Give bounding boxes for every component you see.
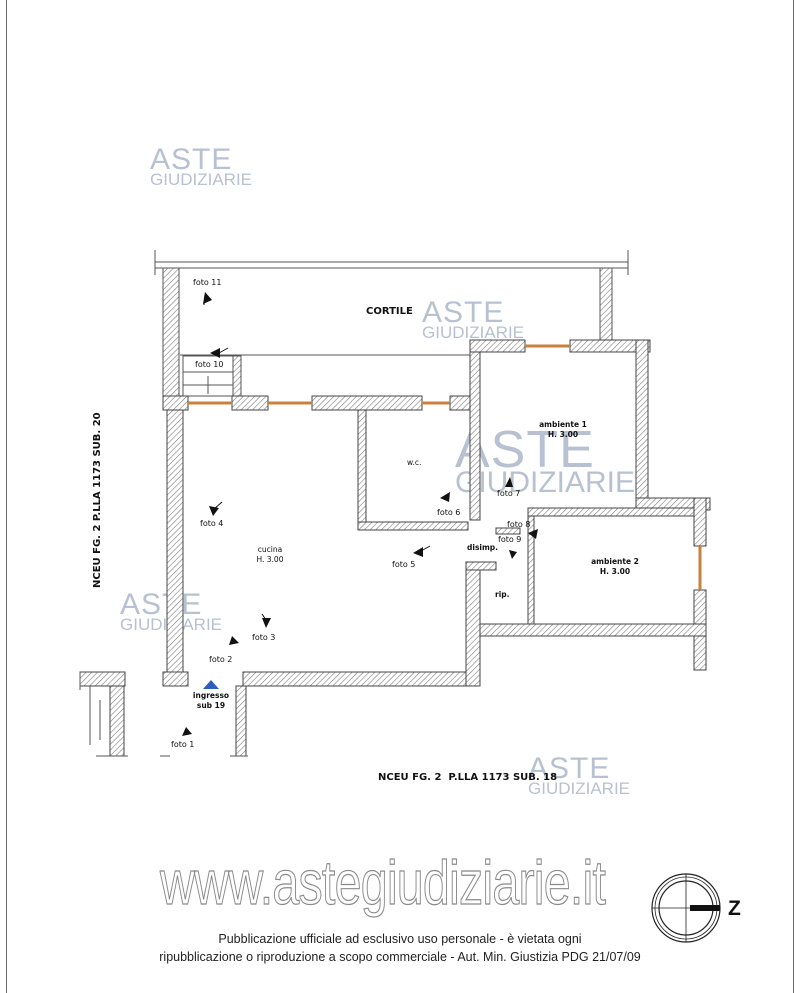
photo-arrow-8 xyxy=(528,529,538,539)
room-name: ambiente 1 xyxy=(539,420,587,429)
photo-arrows xyxy=(182,292,538,736)
watermark-logo-subword: GIUDIZIARIE xyxy=(422,323,525,342)
footer-line-2: ripubblicazione o riproduzione a scopo c… xyxy=(159,950,641,964)
watermark-logo-subword: GIUDIZIARIE xyxy=(150,170,253,189)
room-height: H. 3.00 xyxy=(547,430,579,439)
room-label-wc: w.c. xyxy=(407,458,422,467)
photo-label-5: foto 5 xyxy=(392,560,416,569)
photo-arrow-10 xyxy=(210,348,220,358)
entrance-details xyxy=(79,672,248,757)
photo-arrow-11 xyxy=(203,292,212,304)
photo-arrow-3 xyxy=(262,618,271,628)
windows xyxy=(188,344,702,590)
room-label-cucina: cucina H. 3.00 xyxy=(240,545,300,565)
photo-label-1: foto 1 xyxy=(171,740,195,749)
walls xyxy=(79,339,711,757)
photo-label-7: foto 7 xyxy=(497,489,521,498)
watermark-logo-subword: GIUDIZIARIE xyxy=(528,779,631,798)
stairs xyxy=(182,355,242,397)
watermark-logo-word: ASTE xyxy=(120,588,203,621)
photo-label-9: foto 9 xyxy=(498,535,522,544)
north-compass xyxy=(651,873,721,943)
courtyard-boundary xyxy=(154,250,629,397)
entrance-label-line2: sub 19 xyxy=(196,701,226,710)
room-name: cucina xyxy=(257,545,283,554)
watermark-logo-courtyard: ASTE GIUDIZIARIE xyxy=(422,296,525,342)
photo-label-4: foto 4 xyxy=(200,519,224,528)
photo-arrow-7 xyxy=(505,477,513,487)
watermark-logo-word: ASTE xyxy=(150,143,233,176)
neighbor-label-left: NCEU FG. 2 P.LLA 1173 SUB. 20 xyxy=(92,412,103,588)
room-height: H. 3.00 xyxy=(256,555,284,564)
photo-label-8: foto 8 xyxy=(507,520,531,529)
room-height: H. 3.00 xyxy=(599,567,631,576)
left-border-line xyxy=(6,0,7,993)
footer-line-1: Pubblicazione ufficiale ad esclusivo uso… xyxy=(218,932,582,946)
photo-label-3: foto 3 xyxy=(252,633,276,642)
neighbor-label-bottom: NCEU FG. 2 P.LLA 1173 SUB. 18 xyxy=(378,772,558,783)
photo-arrow-4 xyxy=(209,506,219,516)
watermark-site-url: www.astegiudiziarie.it xyxy=(160,848,607,918)
photo-label-6: foto 6 xyxy=(437,508,461,517)
watermark-logo-word: ASTE xyxy=(528,752,611,785)
photo-label-2: foto 2 xyxy=(209,655,233,664)
room-label-ambiente2: ambiente 2 H. 3.00 xyxy=(585,557,645,577)
photo-arrow-1 xyxy=(182,727,192,736)
watermark-logo-bottom: ASTE GIUDIZIARIE xyxy=(528,752,631,798)
room-label-disimp: disimp. xyxy=(467,543,499,552)
room-label-ambiente1: ambiente 1 H. 3.00 xyxy=(533,420,593,440)
watermark-logo-word: ASTE xyxy=(422,296,505,329)
entrance-label-line1: ingresso xyxy=(192,691,230,700)
photo-arrow-9 xyxy=(509,550,517,559)
watermark-logo-top: ASTE GIUDIZIARIE xyxy=(150,143,253,189)
room-name: ambiente 2 xyxy=(591,557,639,566)
photo-arrow-5 xyxy=(413,547,423,557)
photo-label-11: foto 11 xyxy=(193,278,222,287)
room-label-rip: rip. xyxy=(495,590,510,599)
photo-arrow-2 xyxy=(229,636,239,645)
photo-label-10: foto 10 xyxy=(195,360,224,369)
right-border-line xyxy=(793,0,794,993)
entrance-label: ingresso sub 19 xyxy=(188,691,234,711)
watermark-logo-left: ASTE GIUDIZIARIE xyxy=(120,588,222,634)
compass-letter: Z xyxy=(728,897,741,920)
courtyard-label: CORTILE xyxy=(366,306,413,317)
photo-arrow-6 xyxy=(440,492,450,502)
entrance-marker xyxy=(203,680,219,689)
watermark-logo-subword: GIUDIZIARIE xyxy=(455,466,636,499)
